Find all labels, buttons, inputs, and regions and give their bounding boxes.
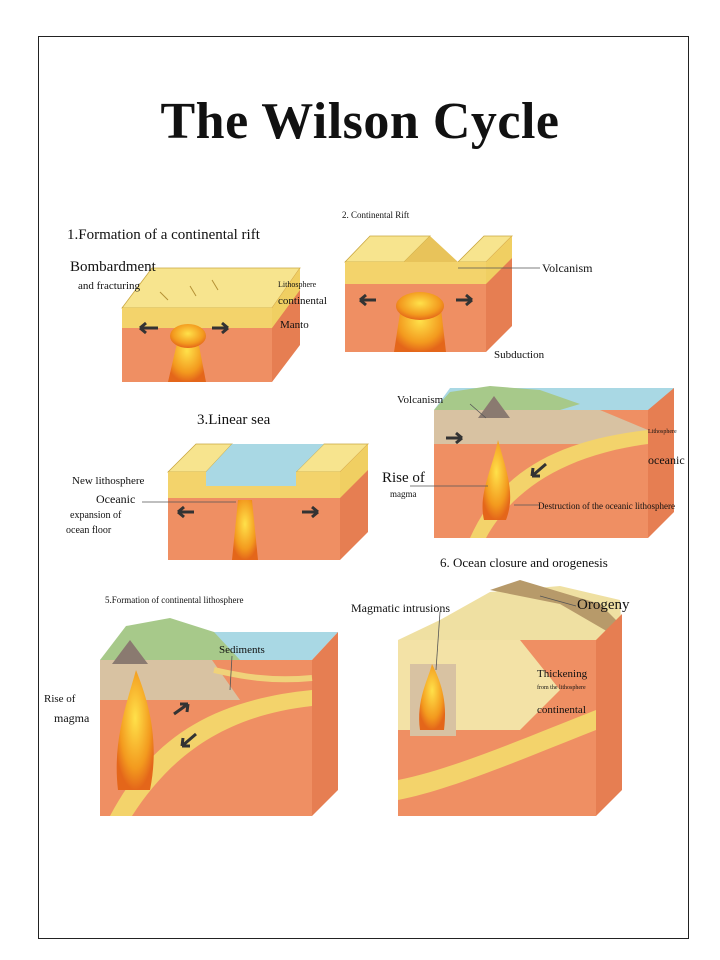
label-lithosphere-p4: Lithosphere xyxy=(648,429,677,435)
label-manto: Manto xyxy=(280,319,309,331)
label-destruction: Destruction of the oceanic lithosphere xyxy=(538,501,675,511)
block-continental-lithosphere xyxy=(100,618,338,816)
label-continental-p6: continental xyxy=(537,704,586,716)
label-lithosphere-p1: Lithosphere xyxy=(278,280,317,289)
label-ocean-floor: ocean floor xyxy=(66,525,112,536)
label-magma-p5: magma xyxy=(54,711,90,725)
label-thickening: Thickening xyxy=(537,668,588,680)
block-continental-rift xyxy=(344,235,540,352)
label-of-lithosphere: from the lithosphere xyxy=(537,685,586,691)
heading-orogenesis: 6. Ocean closure and orogenesis xyxy=(440,555,608,570)
label-magma-p4: magma xyxy=(390,489,417,499)
label-oceanic-p3: Oceanic xyxy=(96,492,136,506)
heading-continental-rift: 2. Continental Rift xyxy=(342,210,410,220)
label-oceanic-p4: oceanic xyxy=(648,453,685,467)
page-title: The Wilson Cycle xyxy=(160,93,560,150)
label-magmatic-intrusions: Magmatic intrusions xyxy=(351,601,450,615)
heading-rift-formation: 1.Formation of a continental rift xyxy=(67,227,260,243)
heading-continental-lithosphere: 5.Formation of continental lithosphere xyxy=(105,595,244,605)
block-subduction xyxy=(410,386,674,538)
block-linear-sea xyxy=(142,443,369,560)
label-bombardment: Bombardment xyxy=(70,259,156,275)
heading-linear-sea: 3.Linear sea xyxy=(197,412,271,428)
label-sediments: Sediments xyxy=(219,644,265,656)
label-volcanism-p4: Volcanism xyxy=(397,394,444,406)
block-rift-formation xyxy=(121,267,301,382)
label-continental-p1: continental xyxy=(278,295,327,307)
label-subduction: Subduction xyxy=(494,349,545,361)
label-volcanism-p2: Volcanism xyxy=(542,261,593,275)
label-rise-of-p5: Rise of xyxy=(44,693,76,705)
label-orogeny: Orogeny xyxy=(577,597,630,613)
label-rise-of-p4: Rise of xyxy=(382,470,425,486)
label-fracturing: and fracturing xyxy=(78,280,140,292)
label-expansion: expansion of xyxy=(70,510,122,521)
page-frame xyxy=(38,36,689,939)
block-orogenesis xyxy=(398,580,622,816)
label-new-lithosphere: New lithosphere xyxy=(72,475,145,487)
